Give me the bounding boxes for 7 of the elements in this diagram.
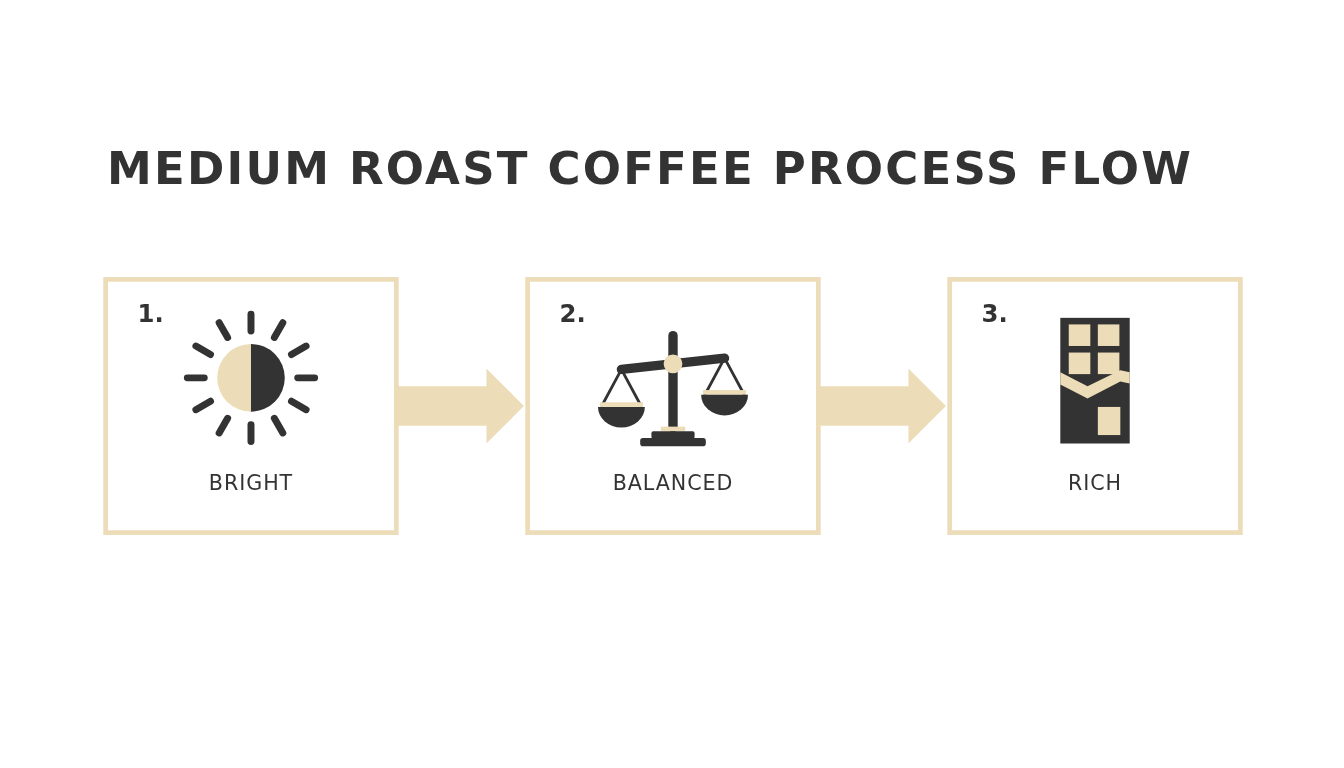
step-label: BALANCED bbox=[612, 471, 734, 497]
step-number: 3. bbox=[981, 299, 1008, 329]
step-label: BRIGHT bbox=[208, 471, 294, 497]
step-label: RICH bbox=[1067, 471, 1123, 497]
title: MEDIUM ROAST COFFEE PROCESS FLOW bbox=[107, 142, 1194, 196]
step-number: 2. bbox=[559, 299, 586, 329]
step-number: 1. bbox=[137, 299, 164, 329]
